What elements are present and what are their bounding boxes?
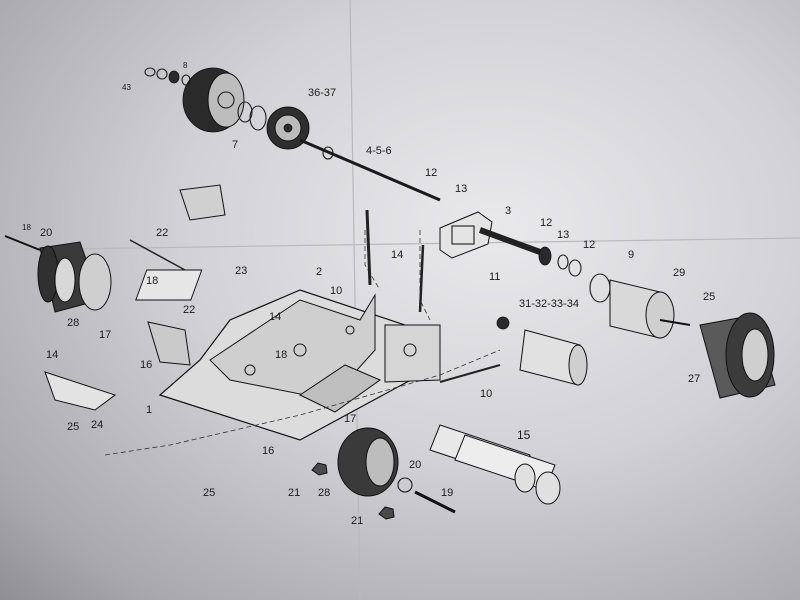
motor-31-34 <box>496 316 588 386</box>
servo-bracket <box>179 184 226 221</box>
label-7: 7 <box>232 139 239 151</box>
label-15: 15 <box>517 428 531 442</box>
washer-20 <box>397 477 413 493</box>
label-14c: 14 <box>269 311 282 323</box>
label-22a: 22 <box>156 227 169 239</box>
drive-shaft <box>478 227 542 255</box>
label-36-37: 36-37 <box>308 87 337 99</box>
label-20b: 20 <box>409 459 422 471</box>
crown-gear <box>266 106 310 150</box>
label-20a: 20 <box>40 227 53 239</box>
nut-21b <box>378 506 395 520</box>
washers-top <box>144 67 191 86</box>
linkage-22 <box>129 239 186 271</box>
front-plate-24 <box>44 371 117 411</box>
label-21a: 21 <box>288 487 301 499</box>
label-10b: 10 <box>480 388 493 400</box>
label-18a: 18 <box>22 223 31 232</box>
label-25a: 25 <box>703 291 716 303</box>
label-17a: 17 <box>99 329 112 341</box>
chassis-plate <box>158 289 441 441</box>
bolt-19 <box>414 490 456 514</box>
paper-fold-line <box>0 237 800 251</box>
label-22b: 22 <box>183 304 196 316</box>
label-28a: 28 <box>67 317 80 329</box>
label-13b: 13 <box>557 229 570 241</box>
label-2: 2 <box>316 266 323 278</box>
label-43: 43 <box>122 83 131 92</box>
label-14b: 14 <box>46 349 59 361</box>
dashed-guide-lines <box>104 349 501 456</box>
plate-2 <box>135 269 203 301</box>
label-9: 9 <box>628 249 635 261</box>
label-24: 24 <box>91 419 104 431</box>
post-14b <box>418 244 425 313</box>
label-29: 29 <box>673 267 686 279</box>
dashed-guide-lines <box>364 230 381 291</box>
label-10a: 10 <box>330 285 343 297</box>
label-17b: 17 <box>344 413 357 425</box>
label-13a: 13 <box>455 183 468 195</box>
label-23: 23 <box>235 265 248 277</box>
label-19: 19 <box>441 487 454 499</box>
label-18b: 18 <box>146 275 159 287</box>
battery-pack-15 <box>429 424 561 505</box>
label-18c: 18 <box>275 349 288 361</box>
paper-fold-line <box>349 0 361 600</box>
motor-plate <box>439 211 493 259</box>
spacer-rings <box>237 101 267 131</box>
front-wheel-28 <box>337 427 399 497</box>
bracket-16 <box>147 321 191 366</box>
label-25b: 25 <box>67 421 80 433</box>
label-3: 3 <box>505 205 512 217</box>
label-14a: 14 <box>391 249 404 261</box>
label-12b: 12 <box>540 217 553 229</box>
label-11: 11 <box>489 271 501 283</box>
rear-wheel-right <box>589 273 691 339</box>
label-25c: 25 <box>203 487 216 499</box>
left-axle-bolt <box>4 235 41 251</box>
label-4-5-6: 4-5-6 <box>366 145 392 157</box>
nut-21 <box>311 462 328 476</box>
label-21b: 21 <box>351 515 364 527</box>
label-12c: 12 <box>583 239 596 251</box>
label-8: 8 <box>183 61 188 70</box>
bearings-right <box>538 246 582 277</box>
label-16a: 16 <box>140 359 153 371</box>
post-14 <box>365 209 372 286</box>
label-16b: 16 <box>262 445 275 457</box>
label-1: 1 <box>146 404 153 416</box>
axle-collar <box>322 146 334 160</box>
rod-10 <box>439 364 501 383</box>
left-wheel <box>37 241 112 313</box>
dashed-guide-lines <box>419 230 431 321</box>
label-27: 27 <box>688 373 701 385</box>
rear-wheel-top <box>182 67 245 133</box>
label-31-32-33-34: 31-32-33-34 <box>519 298 579 310</box>
label-28b: 28 <box>318 487 331 499</box>
label-12a: 12 <box>425 167 438 179</box>
tire-27 <box>699 312 776 399</box>
